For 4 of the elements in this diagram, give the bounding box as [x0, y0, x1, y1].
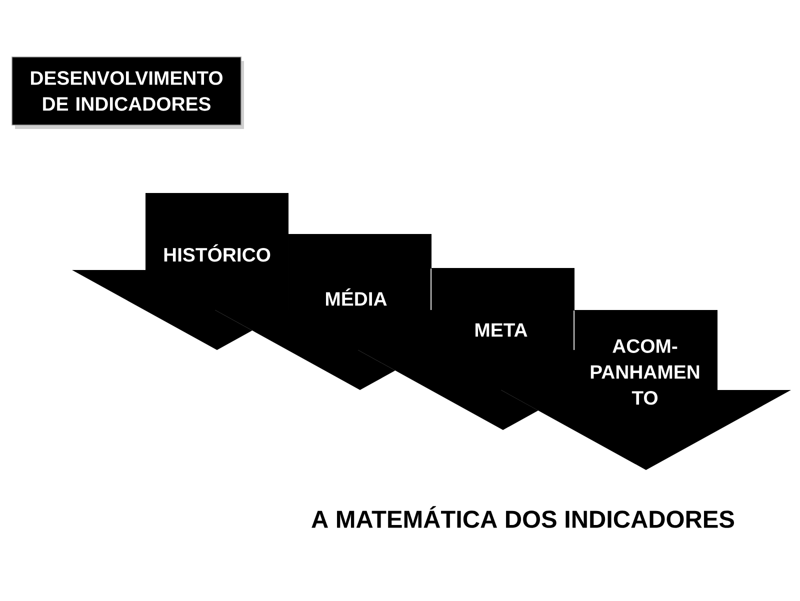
node-label: ACOM- PANHAMEN TO — [590, 339, 700, 405]
pointed-block: HISTÓRICO — [72, 193, 288, 350]
caption: A MATEMÁTICA DOS INDICADORES — [312, 506, 734, 528]
heading-box: DESENVOLVIMENTO DE INDICADORES — [12, 56, 244, 129]
